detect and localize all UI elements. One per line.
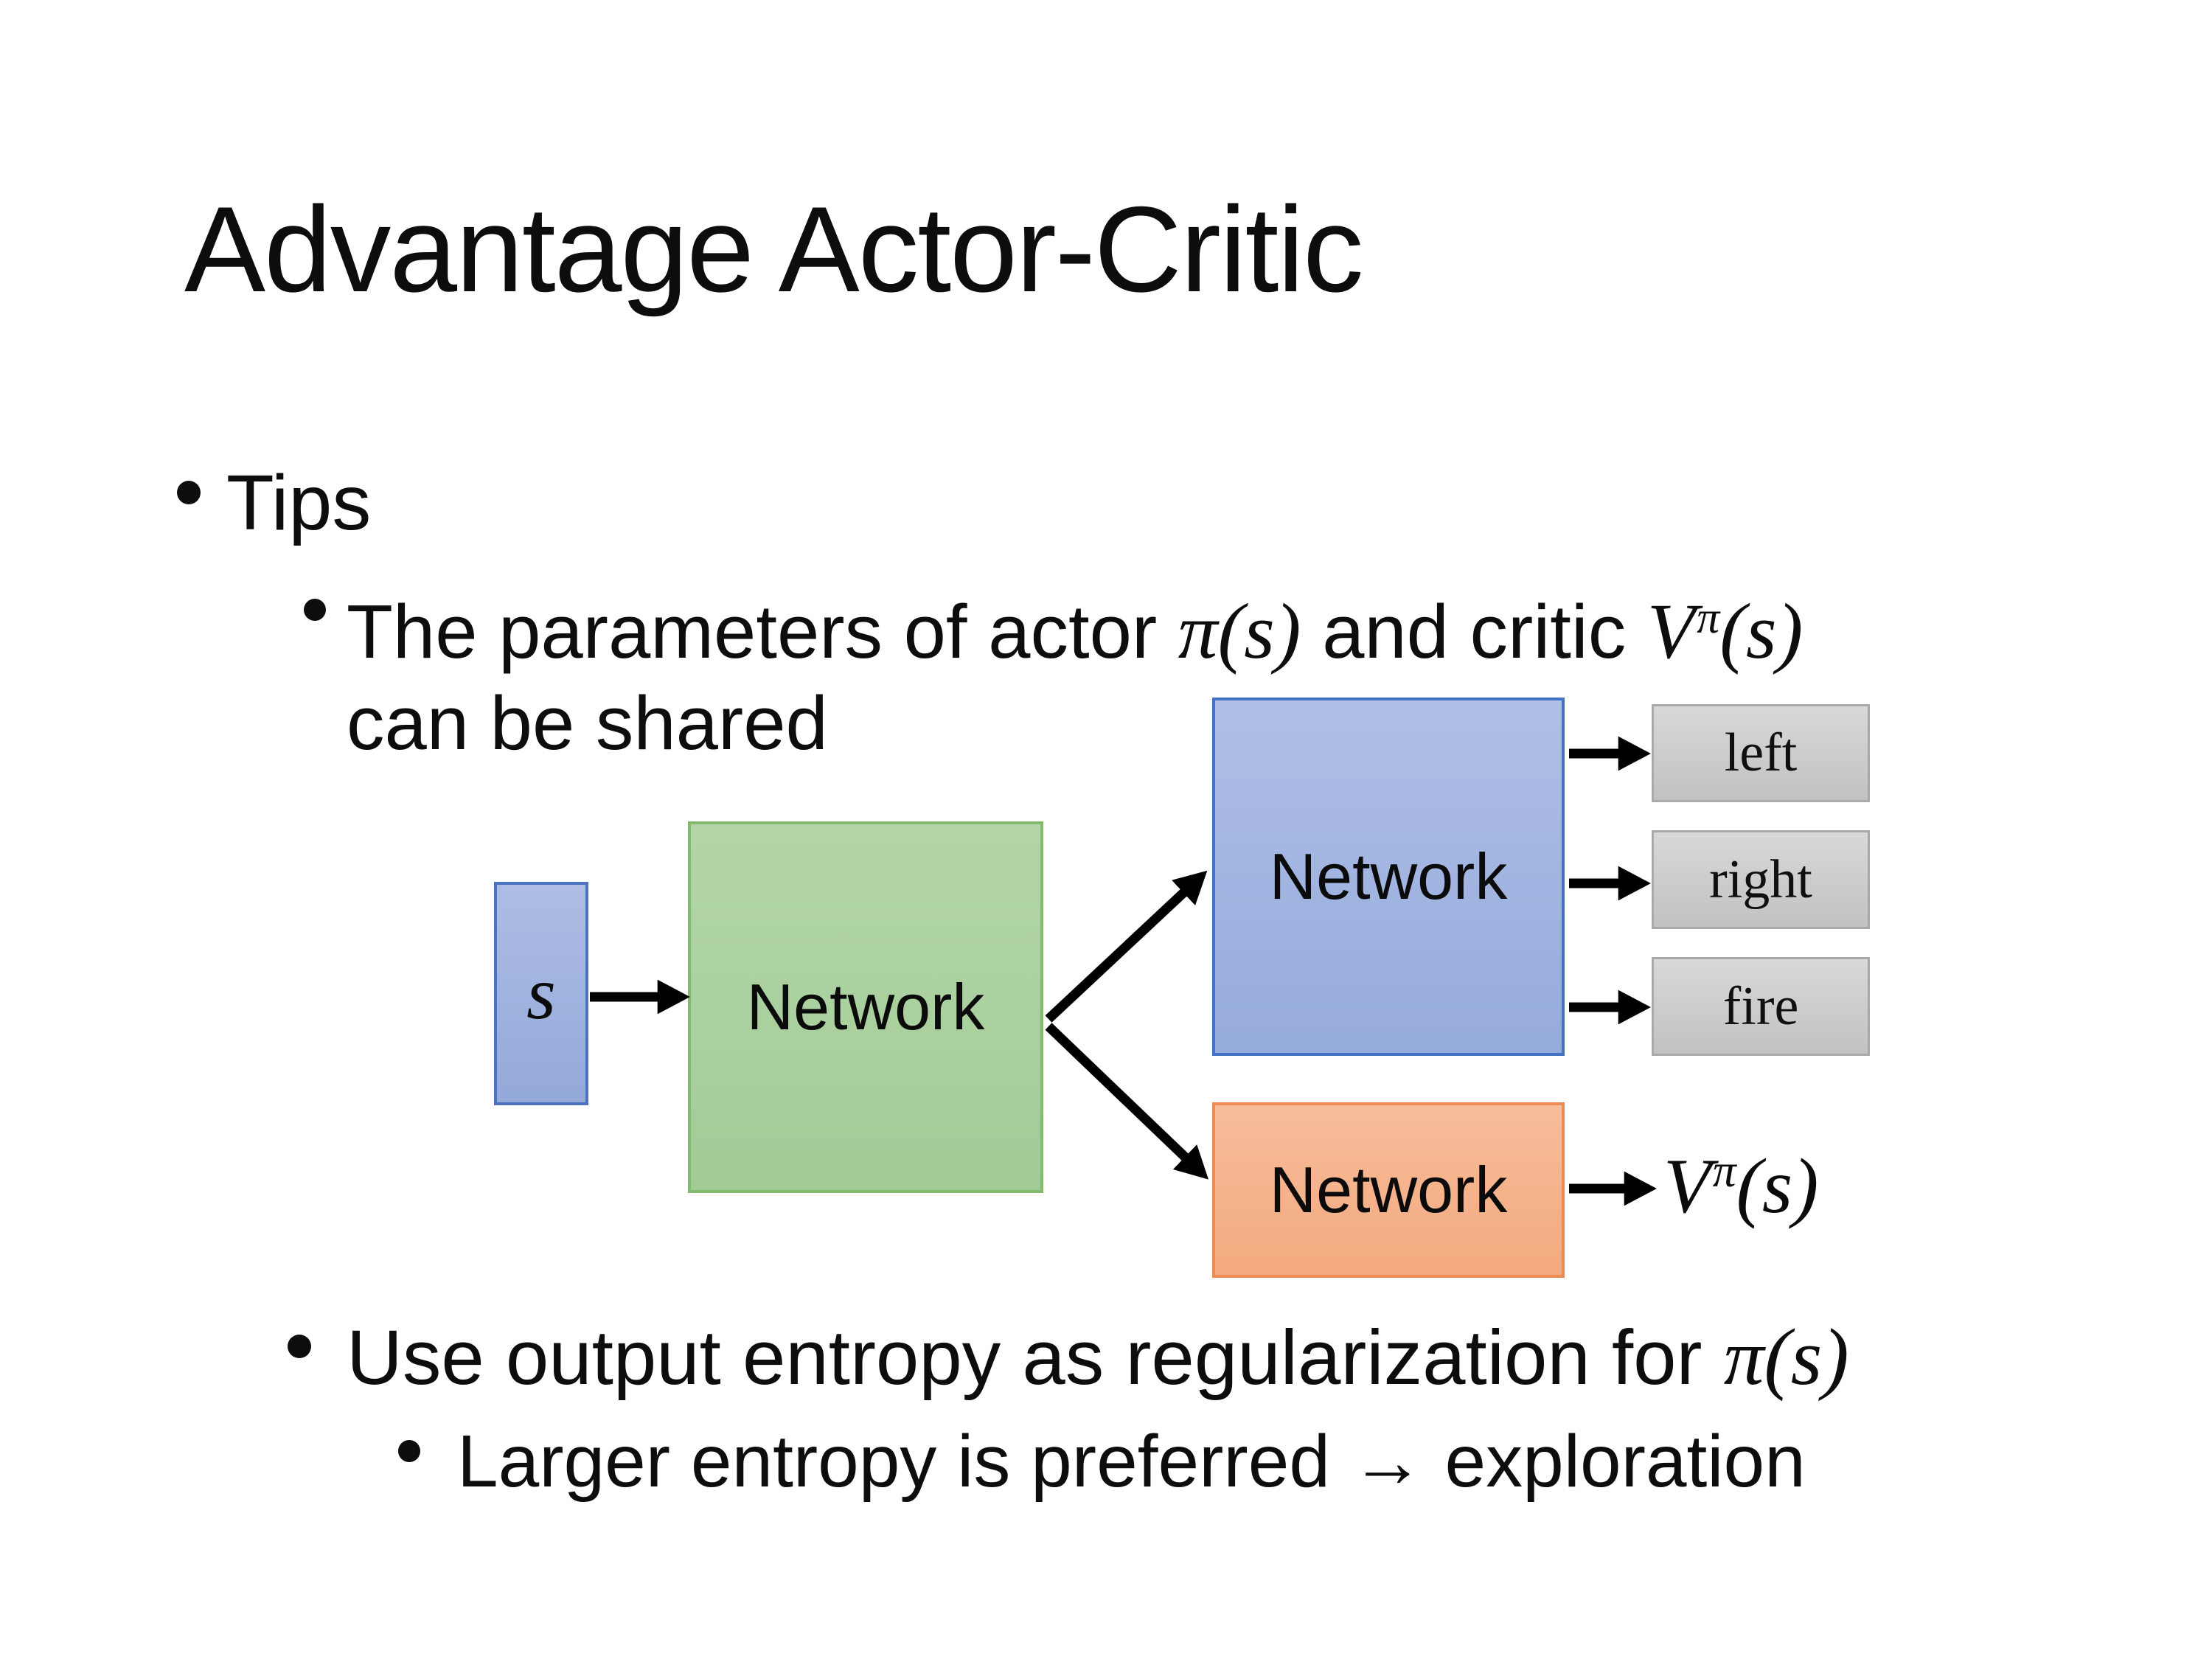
math-v-sup-pi: π [1697, 593, 1720, 643]
action-box-left: left [1652, 704, 1870, 802]
action-label-right: right [1709, 849, 1812, 910]
actor-network-box: Network [1212, 698, 1565, 1056]
action-box-fire: fire [1652, 957, 1870, 1056]
critic-output-args: (s) [1736, 1143, 1819, 1229]
shared-network-label: Network [746, 970, 985, 1043]
math-pi-s: π(s) [1723, 1312, 1849, 1402]
math-pi-s: π(s) [1178, 588, 1301, 675]
bullet-dot [398, 1440, 420, 1462]
bullet-tips: Tips [226, 459, 372, 546]
bullet-parameters-shared: The parameters of actor π(s) and critic … [347, 572, 1803, 769]
action-box-right: right [1652, 830, 1870, 929]
bullet-dot [177, 481, 201, 504]
critic-output-v: V [1663, 1143, 1711, 1229]
critic-network-label: Network [1269, 1153, 1508, 1226]
math-v-base: V [1646, 588, 1696, 675]
critic-output-sup-pi: π [1712, 1144, 1736, 1197]
bullet-dot [288, 1335, 311, 1358]
arrow-shared-to-actor [1045, 870, 1208, 1023]
actor-network-label: Network [1269, 840, 1508, 913]
bullet-text-segment: and critic [1301, 588, 1647, 674]
bullet-parameters-line1: The parameters of actor π(s) and critic … [347, 572, 1803, 678]
input-state-box: s [494, 882, 588, 1105]
input-state-label: s [526, 952, 556, 1035]
shared-network-box: Network [688, 821, 1043, 1193]
critic-output-value: Vπ(s) [1663, 1141, 1818, 1231]
action-label-fire: fire [1722, 975, 1799, 1037]
math-v-args: (s) [1719, 588, 1804, 675]
action-label-left: left [1724, 723, 1798, 783]
critic-network-box: Network [1212, 1102, 1565, 1278]
slide-title: Advantage Actor-Critic [184, 181, 1364, 317]
arrow-shared-to-critic [1045, 1023, 1208, 1180]
bullet-entropy-regularization: Use output entropy as regularization for… [347, 1311, 1849, 1404]
bullet-text-segment: Use output entropy as regularization for [347, 1315, 1724, 1401]
bullet-text-segment: The parameters of actor [347, 588, 1178, 674]
bullet-larger-entropy: Larger entropy is preferred → exploratio… [457, 1420, 1806, 1503]
bullet-dot [304, 599, 326, 621]
bullet-parameters-line2: can be shared [347, 680, 828, 765]
